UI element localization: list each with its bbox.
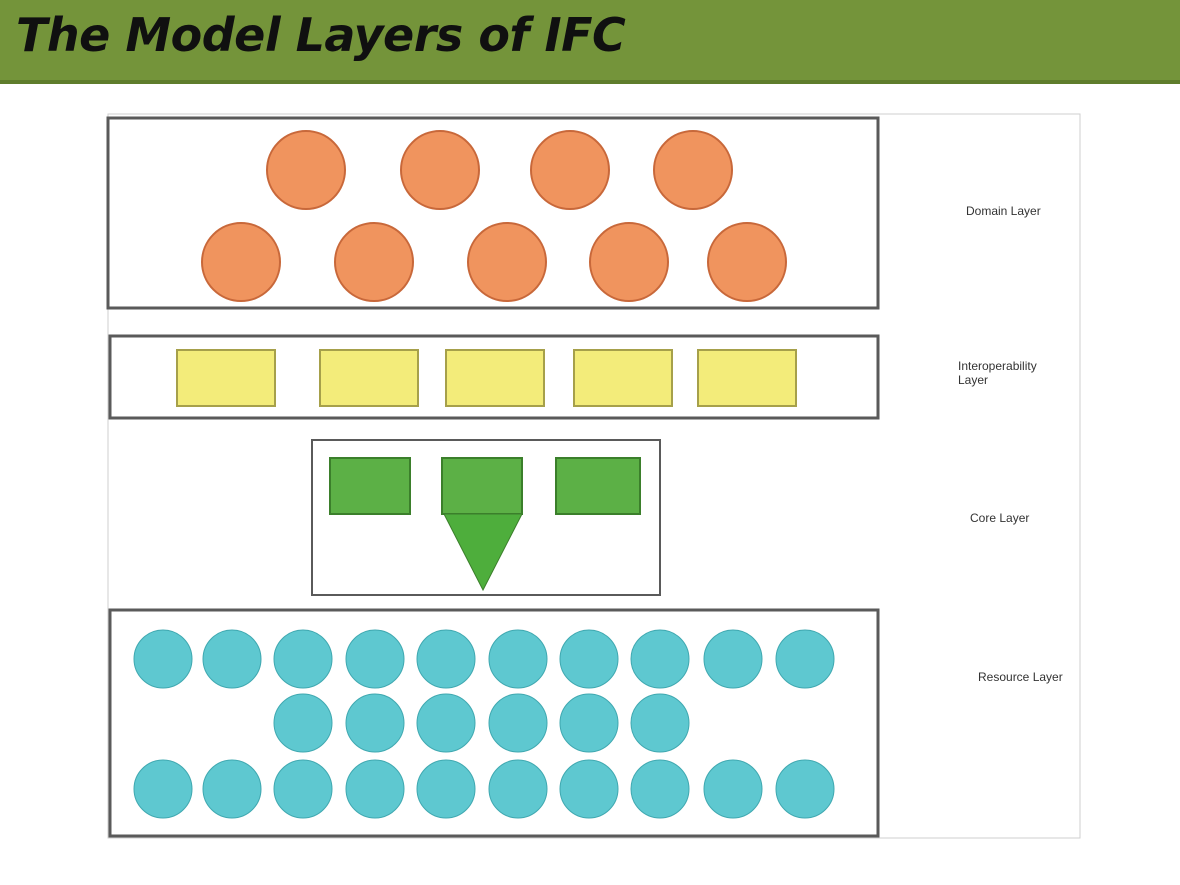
domain-node [589, 222, 669, 302]
domain-node [653, 130, 733, 210]
resource-node [630, 629, 690, 689]
interoperability-layer-nodes [176, 349, 797, 407]
interoperability-node [445, 349, 545, 407]
core-kernel-triangle [443, 513, 523, 592]
resource-node [703, 629, 763, 689]
domain-layer-label: Domain Layer [966, 204, 1041, 218]
resource-node [559, 759, 619, 819]
resource-node [133, 759, 193, 819]
core-node [555, 457, 641, 515]
interoperability-node [697, 349, 797, 407]
resource-node [273, 759, 333, 819]
domain-layer-nodes [201, 130, 787, 302]
domain-node [400, 130, 480, 210]
resource-node [202, 759, 262, 819]
resource-layer-label: Resource Layer [978, 670, 1063, 684]
resource-node [345, 693, 405, 753]
interoperability-node [573, 349, 673, 407]
domain-node [530, 130, 610, 210]
resource-layer-nodes [133, 629, 835, 819]
resource-node [273, 693, 333, 753]
title-bar: The Model Layers of IFC [0, 0, 1180, 84]
resource-node [630, 693, 690, 753]
slide-title: The Model Layers of IFC [16, 8, 626, 62]
domain-node [201, 222, 281, 302]
domain-node [707, 222, 787, 302]
interoperability-layer-label-line2: Layer [958, 373, 989, 387]
resource-node [345, 629, 405, 689]
resource-node [775, 629, 835, 689]
diagram-frame [107, 113, 1081, 839]
interoperability-layer-label: Interoperability Layer [958, 359, 1037, 387]
core-node [329, 457, 411, 515]
resource-node [703, 759, 763, 819]
resource-node [488, 629, 548, 689]
resource-node [488, 693, 548, 753]
interoperability-node [319, 349, 419, 407]
domain-node [467, 222, 547, 302]
core-layer-nodes [329, 457, 641, 592]
resource-node [416, 629, 476, 689]
interoperability-node [176, 349, 276, 407]
resource-node [273, 629, 333, 689]
core-layer-label: Core Layer [970, 511, 1030, 525]
resource-node [416, 759, 476, 819]
domain-node [334, 222, 414, 302]
resource-node [775, 759, 835, 819]
resource-node [488, 759, 548, 819]
resource-node [133, 629, 193, 689]
resource-node [630, 759, 690, 819]
resource-node [345, 759, 405, 819]
resource-node [559, 693, 619, 753]
core-node [441, 457, 523, 515]
resource-node [559, 629, 619, 689]
domain-node [266, 130, 346, 210]
resource-node [416, 693, 476, 753]
resource-node [202, 629, 262, 689]
interoperability-layer-label-line1: Interoperability [958, 359, 1037, 373]
